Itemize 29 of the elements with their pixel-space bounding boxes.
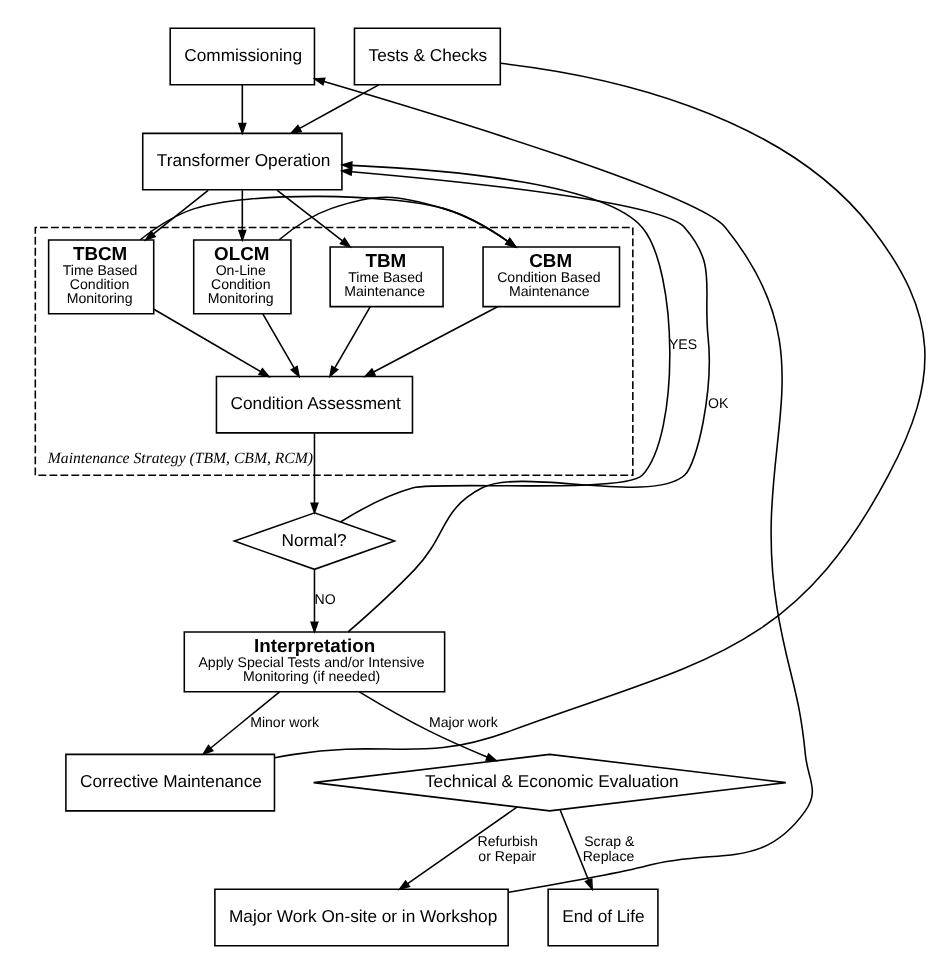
arrow	[139, 194, 518, 248]
arrow	[339, 159, 671, 522]
arrow	[276, 188, 352, 248]
arrow	[363, 304, 499, 377]
arrow	[328, 304, 371, 378]
arrow	[201, 690, 281, 755]
arrow	[153, 307, 271, 377]
node-box: Condition Assessment	[215, 374, 414, 433]
node-box: Tests & Checks	[353, 26, 502, 85]
node-box: Commissioning	[169, 26, 316, 85]
arrow	[310, 431, 319, 514]
arrow	[262, 312, 301, 378]
connector	[274, 61, 926, 758]
arrow	[559, 808, 594, 891]
arrow	[143, 188, 209, 241]
arrow	[278, 195, 518, 248]
arrow	[339, 166, 710, 632]
node-box: Corrective Maintenance	[65, 752, 276, 811]
node-box: Major Work On-site or in Workshop	[214, 887, 509, 946]
node-box: Transformer Operation	[141, 131, 343, 190]
arrow	[358, 690, 499, 761]
arrow	[237, 83, 247, 135]
node-diamond: Normal?	[232, 511, 397, 570]
arrow	[289, 83, 380, 134]
arrow	[312, 76, 814, 892]
arrow	[237, 188, 247, 242]
arrow	[310, 567, 319, 634]
node-box: End of Life	[547, 887, 659, 946]
arrow	[397, 805, 518, 890]
